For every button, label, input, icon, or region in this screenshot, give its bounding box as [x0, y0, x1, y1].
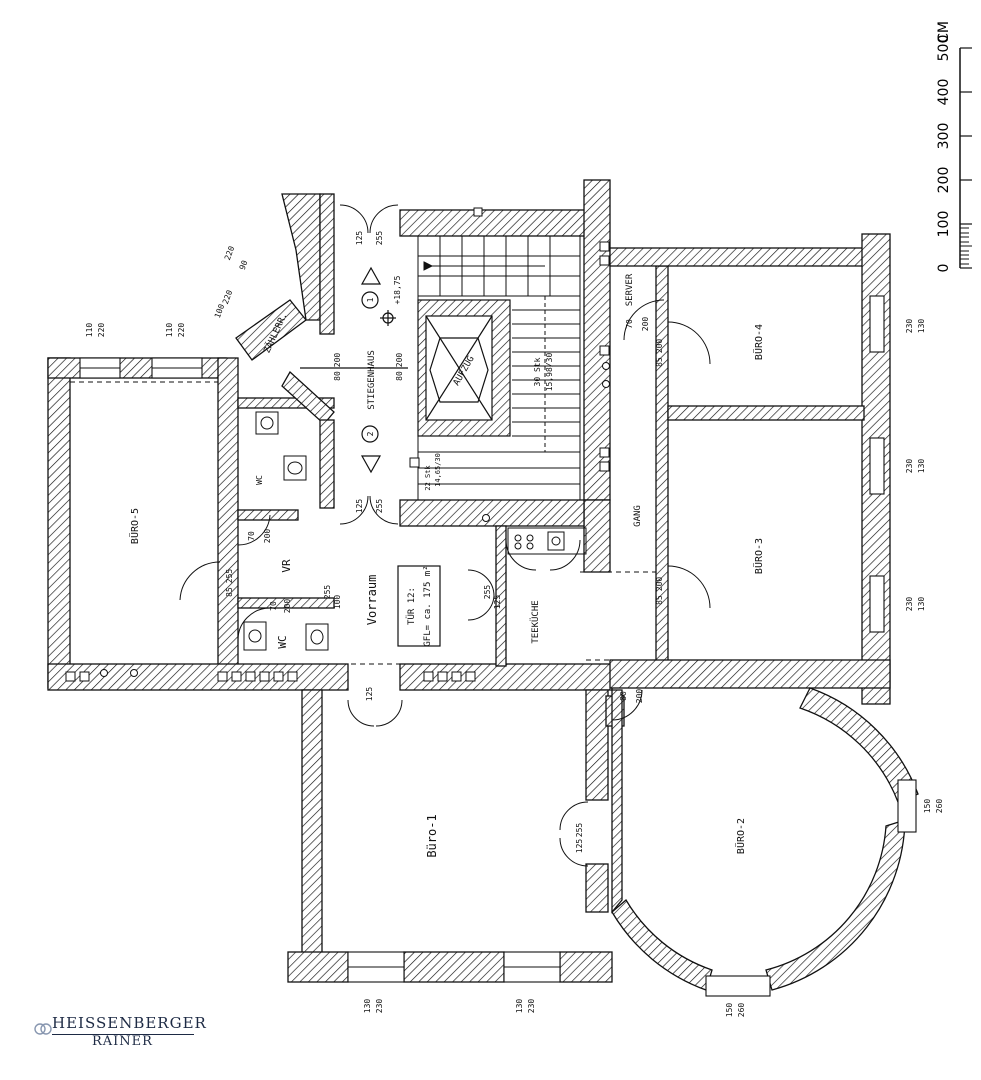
room-label-buero1: Büro-1 [425, 814, 439, 857]
dim-door-top-w: 125 [355, 231, 364, 246]
dim-b3-200: 200 [655, 577, 664, 592]
staircase [417, 235, 581, 501]
sanitary-fixtures [243, 411, 587, 651]
dim-win-b1b-h: 230 [527, 999, 536, 1014]
room-label-vr: VR [280, 559, 293, 573]
dim-door-bot-w: 125 [355, 499, 364, 514]
stair-upper-dim: 15,98/30 [545, 353, 554, 392]
dim-win-b2b-h: 260 [935, 799, 944, 814]
room-label-server: SERVER [625, 273, 635, 306]
unit-number: TÜR 12: [406, 587, 417, 625]
dim-vr-100: 100 [333, 595, 342, 610]
scale-tick-500: 500 [936, 35, 952, 62]
dim-wc2-70: 70 [269, 601, 278, 611]
dim-door-top-h: 255 [375, 231, 384, 246]
dim-win-b3a-w: 130 [917, 459, 926, 474]
room-label-vorraum: Vorraum [365, 575, 379, 626]
dim-tk-125: 125 [493, 595, 502, 610]
dim-stair-200a: 200 [333, 353, 342, 368]
dim-win-b1a-h: 230 [375, 999, 384, 1014]
dim-srv-200: 200 [641, 317, 650, 332]
dim-b2-80: 80 [619, 691, 628, 701]
dim-b1-255: 255 [575, 823, 584, 838]
dim-win-b1b-w: 130 [515, 999, 524, 1014]
room-label-buero5: BÜRO-5 [128, 508, 141, 544]
room-label-buero4: BÜRO-4 [752, 324, 765, 360]
dim-zr2-220: 220 [221, 289, 234, 306]
dim-win-b5a-w: 110 [85, 323, 94, 338]
dim-b4-85: 85 [655, 357, 664, 367]
room-label-wc2: WC [276, 635, 289, 648]
dim-b1-125: 125 [575, 839, 584, 854]
column-markers [65, 207, 610, 682]
dim-win-b2b-w: 150 [923, 799, 932, 814]
scale-tick-300: 300 [936, 123, 952, 150]
dim-win-b5a-h: 220 [97, 323, 106, 338]
room-label-buero3: BÜRO-3 [752, 538, 765, 574]
logo-rule [52, 1034, 194, 1035]
dim-tk-255: 255 [483, 585, 492, 600]
company-logo: HEISSENBERGER RAINER [30, 1014, 207, 1054]
dim-win-b1a-w: 130 [363, 999, 372, 1014]
room-label-gang: GANG [633, 505, 643, 527]
dim-wc1-200: 200 [263, 529, 272, 544]
room-label-buero2: BÜRO-2 [734, 818, 747, 854]
stair-arrows [300, 266, 408, 474]
openings [70, 381, 656, 665]
room-label-teekueche: TEEKÜCHE [530, 600, 541, 643]
dim-srv-70: 70 [625, 319, 634, 329]
dim-entry-125: 125 [365, 687, 374, 702]
dim-b5-85: 85 [225, 587, 234, 597]
dim-stair-80b: 80 [395, 371, 404, 381]
dim-win-b2a-h: 260 [737, 1003, 746, 1018]
stair-lower-count: 22 Stk [424, 465, 432, 491]
stair-lower-dim: 14,65/30 [434, 453, 442, 487]
dim-vr-255: 255 [323, 585, 332, 600]
bay-wall [611, 687, 919, 991]
unit-info-box [397, 565, 441, 647]
dim-win-b5b-w: 110 [165, 323, 174, 338]
dim-win-b3a-h: 230 [905, 459, 914, 474]
logo-rings-icon [34, 1023, 52, 1035]
scale-tick-200: 200 [936, 167, 952, 194]
dim-win-b2a-w: 150 [725, 1003, 734, 1018]
walls [47, 179, 891, 983]
windows [79, 295, 917, 997]
dim-wc1-70: 70 [247, 531, 256, 541]
dim-win-b4-h: 230 [905, 319, 914, 334]
dim-zr2-100: 100 [213, 303, 226, 320]
dim-stair-200b: 200 [395, 353, 404, 368]
room-label-wc1: WC [255, 475, 264, 485]
dim-win-b4-w: 130 [917, 319, 926, 334]
stair-marker-2: 2 [366, 431, 375, 436]
scale-unit: CM [936, 21, 952, 43]
dim-win-b3b-w: 130 [917, 597, 926, 612]
dim-stair-80a: 80 [333, 371, 342, 381]
logo-line-1: HEISSENBERGER [52, 1014, 207, 1032]
stair-marker-1: 1 [366, 297, 375, 302]
dim-zr-90: 90 [238, 259, 250, 271]
dim-b4-200: 200 [655, 339, 664, 354]
dim-win-b5b-h: 220 [177, 323, 186, 338]
dim-wc2-200: 200 [283, 599, 292, 614]
unit-area: GFL= ca. 175 m² [423, 565, 433, 646]
elevator [417, 299, 511, 437]
doors [179, 204, 711, 867]
scale-tick-400: 400 [936, 79, 952, 106]
level-mark: +18,75 [393, 275, 402, 304]
room-label-stiegenhaus: STIEGENHAUS [367, 350, 377, 410]
dim-door-bot-h: 255 [375, 499, 384, 514]
scale-bar: CM 500 400 300 200 100 0 [936, 21, 972, 272]
logo-line-2: RAINER [92, 1034, 153, 1049]
scale-tick-100: 100 [936, 211, 952, 238]
dim-zr-220: 220 [223, 245, 236, 262]
scale-tick-0: 0 [936, 264, 952, 273]
dim-win-b3b-h: 230 [905, 597, 914, 612]
dim-b5-255: 255 [225, 569, 234, 584]
dim-b2-200: 200 [635, 689, 644, 704]
stair-upper-count: 30 Stk [533, 357, 542, 386]
dim-b3-85: 85 [655, 595, 664, 605]
